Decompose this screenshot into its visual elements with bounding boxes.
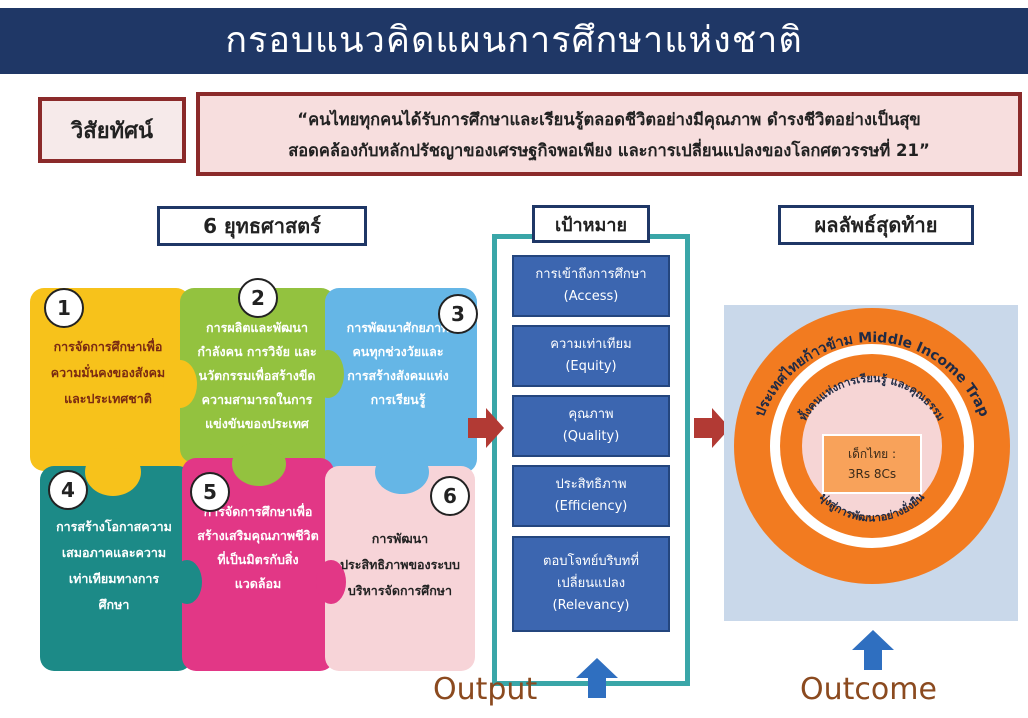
- goal-access: การเข้าถึงการศึกษา (Access): [512, 255, 670, 317]
- vision-line-2: สอดคล้องกับหลักปรัชญาของเศรษฐกิจพอเพียง …: [288, 141, 930, 160]
- goal-relevancy-th: ตอบโจทย์บริบทที่เปลี่ยนแปลง: [543, 554, 639, 591]
- outcome-middle-text: ทั้งคนแห่งการเรียนรู้ และคุณธรรม: [795, 372, 947, 423]
- goal-efficiency-th: ประสิทธิภาพ: [555, 477, 627, 492]
- puzzle-knob: [312, 350, 344, 398]
- strategy-3-text: การพัฒนาศักยภาพคนทุกช่วงวัยและการสร้างสั…: [346, 320, 450, 407]
- title-bar: [0, 8, 1028, 74]
- outcome-header: ผลลัพธ์สุดท้าย: [778, 205, 974, 245]
- goal-efficiency-en: (Efficiency): [554, 499, 628, 514]
- strategy-5-number: 5: [190, 472, 230, 512]
- strategy-6-number: 6: [430, 476, 470, 516]
- goal-quality: คุณภาพ (Quality): [512, 395, 670, 457]
- outcome-ring-labels: ประเทศไทยก้าวข้าม Middle Income Trap ทั้…: [752, 330, 992, 525]
- goal-access-th: การเข้าถึงการศึกษา: [535, 267, 647, 282]
- puzzle-knob: [316, 560, 346, 604]
- strategy-2-text: การผลิตและพัฒนากำลังคน การวิจัย และนวัตก…: [197, 320, 317, 431]
- vision-line-1: “คนไทยทุกคนได้รับการศึกษาและเรียนรู้ตลอด…: [297, 110, 921, 129]
- vision-statement: “คนไทยทุกคนได้รับการศึกษาและเรียนรู้ตลอด…: [196, 92, 1022, 176]
- strategies-header: 6 ยุทธศาสตร์: [157, 206, 367, 246]
- outcome-lower-text: มุ่งสู่การพัฒนาอย่างยั่งยืน: [816, 490, 927, 524]
- puzzle-knob: [85, 448, 141, 496]
- strategy-2-number: 2: [238, 278, 278, 318]
- outcome-core-line-2: 3Rs 8Cs: [847, 467, 897, 481]
- goal-relevancy-en: (Relevancy): [552, 598, 630, 613]
- arrow-up-icon: [576, 658, 618, 698]
- svg-text:ทั้งคนแห่งการเรียนรู้ และคุณธร: ทั้งคนแห่งการเรียนรู้ และคุณธรรม: [795, 372, 947, 423]
- goal-access-en: (Access): [563, 289, 619, 304]
- puzzle-knob: [172, 560, 202, 604]
- strategy-4-text: การสร้างโอกาสความเสมอภาคและความเท่าเทียม…: [56, 519, 172, 612]
- goal-equity: ความเท่าเทียม (Equity): [512, 325, 670, 387]
- output-label: Output: [433, 672, 538, 707]
- goal-equity-en: (Equity): [565, 359, 617, 374]
- puzzle-knob: [163, 360, 197, 408]
- goal-efficiency: ประสิทธิภาพ (Efficiency): [512, 465, 670, 527]
- puzzle-knob: [375, 450, 429, 494]
- outcome-label: Outcome: [800, 672, 937, 707]
- outcome-core: เด็กไทย : 3Rs 8Cs: [822, 434, 922, 494]
- goal-equity-th: ความเท่าเทียม: [550, 337, 632, 352]
- goal-relevancy: ตอบโจทย์บริบทที่เปลี่ยนแปลง (Relevancy): [512, 536, 670, 632]
- strategy-3-number: 3: [438, 294, 478, 334]
- strategy-5-text: การจัดการศึกษาเพื่อสร้างเสริมคุณภาพชีวิต…: [197, 504, 319, 591]
- goals-header: เป้าหมาย: [532, 205, 650, 243]
- goal-quality-en: (Quality): [562, 429, 620, 444]
- strategy-4-number: 4: [48, 470, 88, 510]
- strategy-1-text: การจัดการศึกษาเพื่อความมั่นคงของสังคมและ…: [50, 339, 166, 406]
- svg-text:มุ่งสู่การพัฒนาอย่างยั่งยืน: มุ่งสู่การพัฒนาอย่างยั่งยืน: [816, 490, 927, 524]
- arrow-right-icon: [694, 408, 730, 448]
- arrow-right-icon: [468, 408, 504, 448]
- puzzle-knob: [232, 442, 286, 486]
- arrow-up-icon: [852, 630, 894, 670]
- goal-quality-th: คุณภาพ: [568, 407, 614, 422]
- strategy-1-number: 1: [44, 288, 84, 328]
- vision-label: วิสัยทัศน์: [38, 97, 186, 163]
- outcome-core-line-1: เด็กไทย :: [848, 447, 896, 461]
- page-title: กรอบแนวคิดแผนการศึกษาแห่งชาติ: [225, 20, 803, 61]
- strategy-6-text: การพัฒนาประสิทธิภาพของระบบบริหารจัดการศึ…: [340, 531, 460, 598]
